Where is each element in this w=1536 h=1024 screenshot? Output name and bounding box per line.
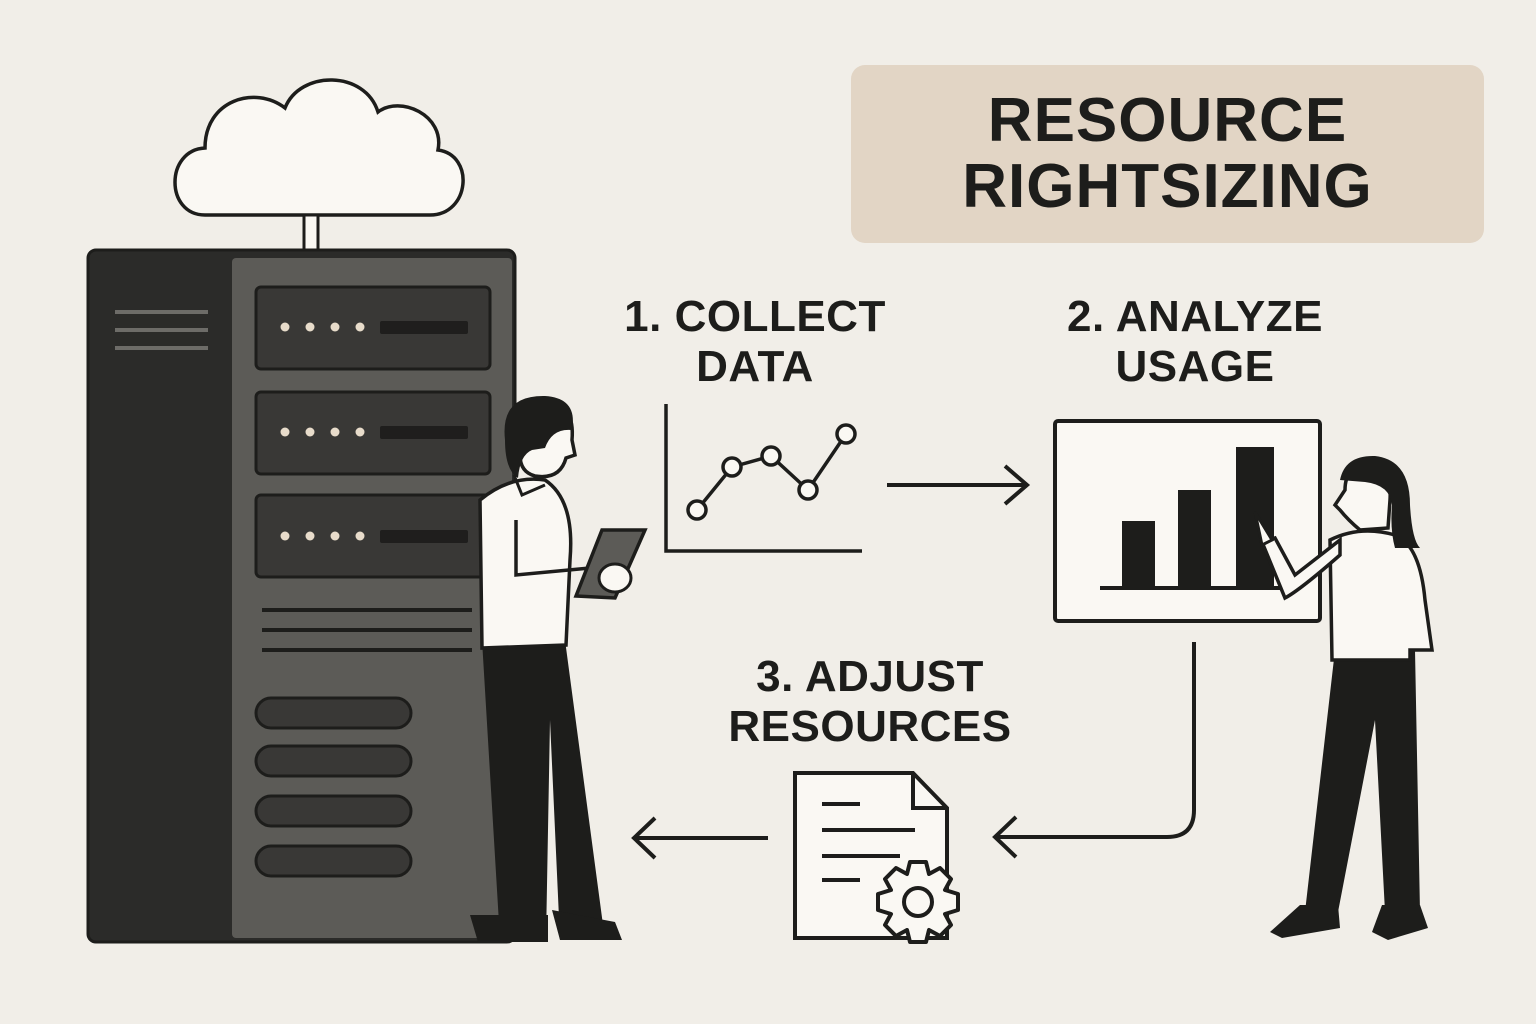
- man-with-tablet-figure: [470, 395, 648, 942]
- step-1-label: 1. COLLECT DATA: [600, 292, 910, 392]
- step-1-line-1: 1. COLLECT: [624, 292, 886, 341]
- step-1-line-2: DATA: [696, 342, 814, 391]
- server-unit-3: [254, 493, 492, 579]
- woman-presenting-figure: [1253, 455, 1435, 940]
- gear-icon: [876, 860, 960, 944]
- step-3-line-2: RESOURCES: [728, 702, 1012, 751]
- arrow-left-icon: [631, 816, 768, 860]
- arrow-left-icon: [992, 642, 1196, 859]
- step-3-label: 3. ADJUST RESOURCES: [700, 652, 1040, 752]
- cloud-icon: [173, 78, 465, 255]
- step-2-line-2: USAGE: [1115, 342, 1275, 391]
- bar-chart-board-icon: [1053, 419, 1322, 623]
- title-banner: RESOURCE RIGHTSIZING: [851, 65, 1484, 243]
- step-3-line-1: 3. ADJUST: [756, 652, 984, 701]
- server-unit-1: [254, 285, 492, 371]
- server-rack-icon: [86, 248, 517, 944]
- step-2-label: 2. ANALYZE USAGE: [1040, 292, 1350, 392]
- server-unit-2: [254, 390, 492, 476]
- line-chart-icon: [664, 404, 862, 553]
- title-line-1: RESOURCE: [987, 86, 1348, 155]
- step-2-line-1: 2. ANALYZE: [1066, 292, 1324, 341]
- title-line-2: RIGHTSIZING: [962, 152, 1373, 221]
- document-gear-icon: [793, 771, 960, 944]
- arrow-right-icon: [887, 464, 1031, 506]
